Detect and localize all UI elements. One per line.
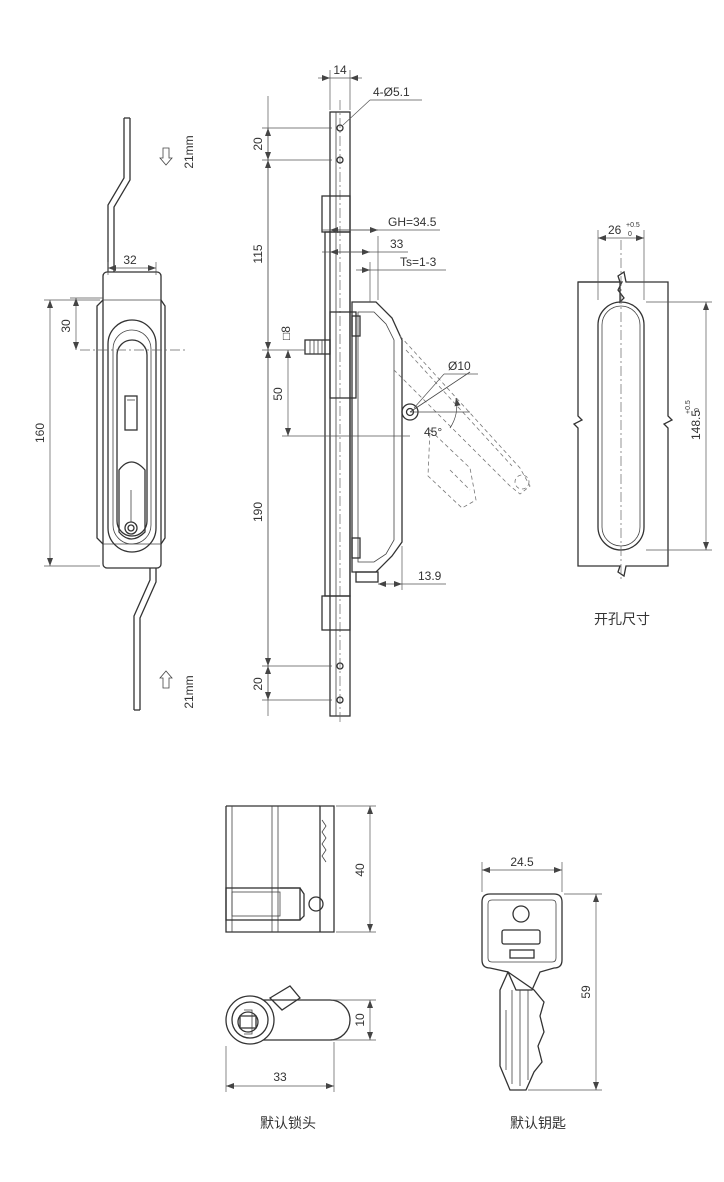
lock-dim-33: 33: [273, 1070, 287, 1084]
side-dim-14: 14: [333, 63, 347, 77]
side-open-handle: [393, 335, 531, 509]
side-dim-115: 115: [251, 244, 265, 263]
key-dim-59: 59: [579, 985, 593, 999]
side-dim-50: 50: [271, 387, 285, 401]
lock-pin: [308, 896, 324, 912]
cutout-caption: 开孔尺寸: [594, 612, 650, 628]
front-dim-160: 160: [33, 423, 47, 443]
side-square-shaft: [304, 339, 331, 355]
side-hole: [336, 156, 344, 164]
lock-tab: [268, 985, 301, 1011]
cutout-height-tol-lower: 0: [694, 408, 701, 412]
lock-caption: 默认锁头: [260, 1116, 316, 1132]
side-angle: 45°: [424, 425, 442, 439]
cutout-height-tol-upper: +0.5: [685, 400, 692, 414]
front-handle-body: [96, 271, 166, 569]
side-dim-13-9: 13.9: [418, 569, 442, 583]
side-hole: [336, 696, 344, 704]
side-hole: [336, 662, 344, 670]
side-handle-body: [351, 301, 403, 573]
front-rod-travel-bottom: 21mm: [182, 675, 196, 708]
cutout-width-tol-lower: 0: [628, 231, 632, 238]
side-view: 45° Ø10 14 4-Ø5.1 20 115 190 20 50: [251, 63, 531, 725]
key-blade: [499, 971, 545, 1091]
key-caption: 默认钥匙: [510, 1116, 566, 1132]
lock-face: [225, 995, 275, 1045]
front-top-rod: [107, 118, 125, 272]
key-view: 24.5 59 默认钥匙: [481, 855, 602, 1132]
lock-cam: [252, 999, 351, 1041]
cutout-width-tol-upper: +0.5: [626, 222, 640, 229]
side-ts: Ts=1-3: [400, 255, 437, 269]
front-rod-travel-top: 21mm: [182, 135, 196, 168]
cutout-view: 26 +0.5 0 148.5 +0.5 0 开孔尺寸: [572, 222, 712, 628]
front-keyhole: [124, 521, 138, 535]
key-head: [481, 893, 563, 991]
side-holes-callout: 4-Ø5.1: [373, 85, 410, 99]
side-gh: GH=34.5: [388, 215, 437, 229]
side-dim-20-bottom: 20: [251, 677, 265, 691]
side-dim-33: 33: [390, 237, 404, 251]
side-dim-190: 190: [251, 502, 265, 522]
cutout-height: 148.5: [689, 410, 703, 440]
cutout-plate: [572, 270, 674, 578]
front-dim-width: 32: [123, 253, 137, 267]
front-view: 21mm 21mm 32 30 160: [33, 117, 196, 711]
front-dim-30: 30: [59, 319, 73, 333]
front-latch-window: [124, 395, 138, 431]
down-arrow-icon: [159, 147, 173, 166]
front-bottom-rod: [133, 568, 151, 710]
side-hole: [336, 124, 344, 132]
up-arrow-icon: [159, 670, 173, 689]
key-ring-hole: [512, 905, 530, 923]
lock-dim-10: 10: [353, 1013, 367, 1027]
side-dim-20-top: 20: [251, 137, 265, 151]
lock-dim-40: 40: [353, 863, 367, 877]
side-dia-10: Ø10: [448, 359, 471, 373]
cutout-width: 26: [608, 223, 622, 237]
side-square-8: □8: [279, 326, 293, 340]
key-dim-24-5: 24.5: [510, 855, 534, 869]
lock-view: 40 10 33 默认锁头: [225, 805, 376, 1132]
